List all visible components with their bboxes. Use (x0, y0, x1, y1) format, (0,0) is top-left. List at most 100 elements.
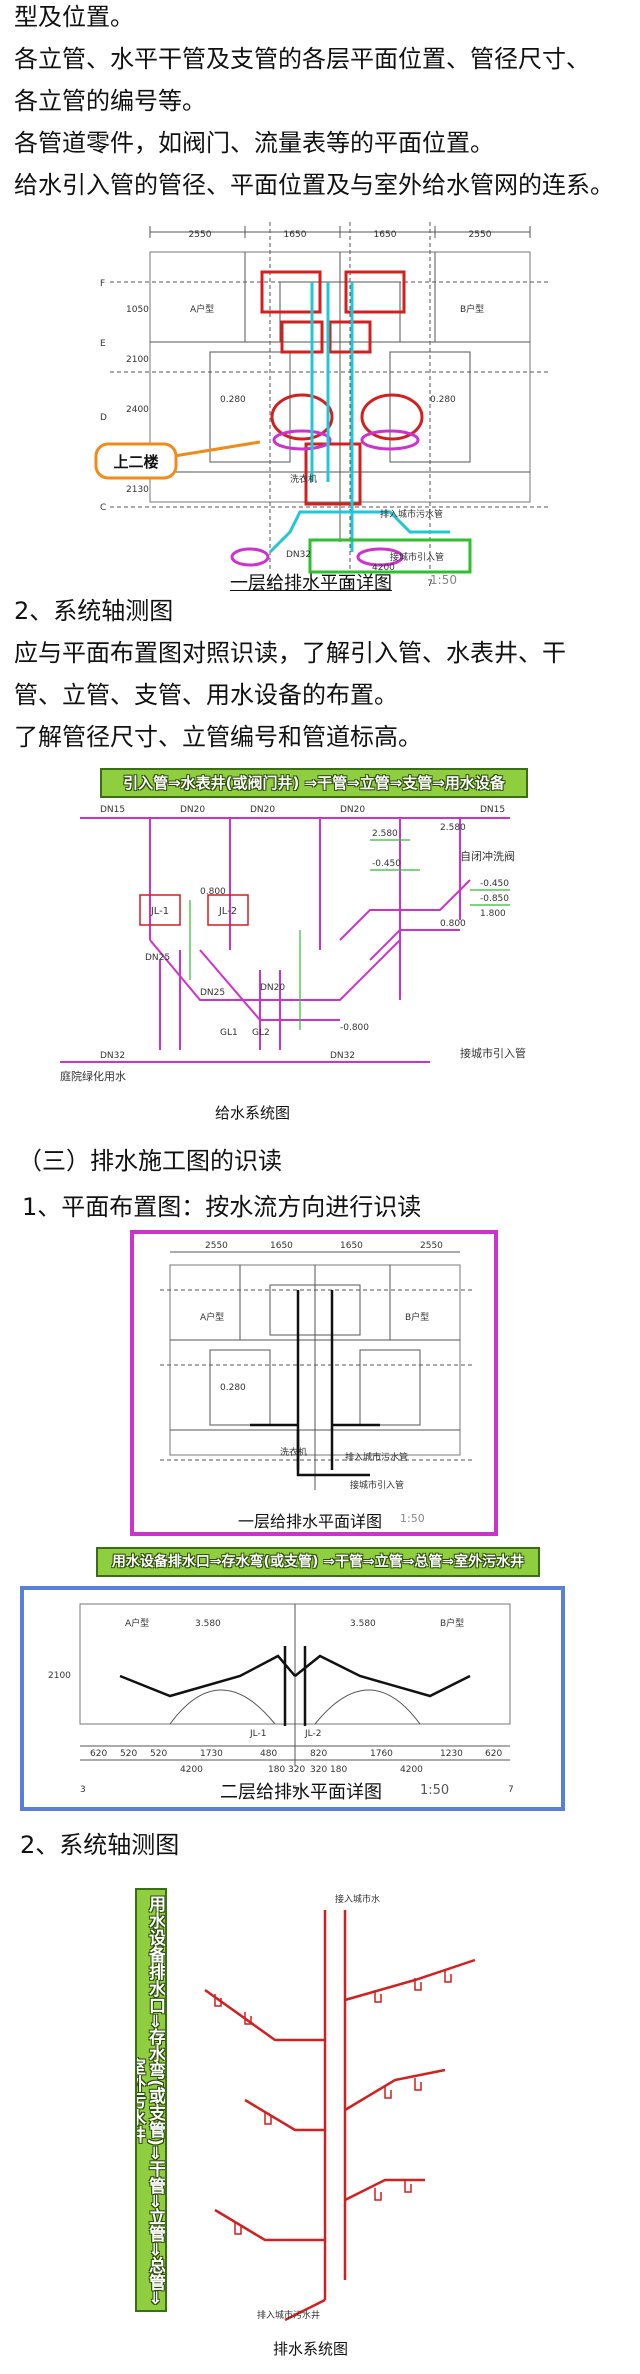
fig3-dim-top-4: 2550 (420, 1241, 443, 1251)
fig2-supply-note: 接城市引入管 (460, 1046, 526, 1060)
fig4-dim-b3: 520 (150, 1749, 167, 1759)
fig2-jl1: JL-1 (150, 906, 169, 917)
fig2-jl2: JL-2 (218, 906, 237, 917)
fig2-label-10: DN20 (260, 983, 285, 993)
fig4-axis-7: 7 (508, 1785, 514, 1795)
fig2-yard-note: 庭院绿化用水 (60, 1069, 126, 1083)
fig1-caption: 一层给排水平面详图 (230, 573, 392, 594)
fig4-dim-mid-1: 180 (268, 1765, 285, 1775)
fig1-drain-note: 排入城市污水管 (380, 508, 443, 520)
fig1-supply-note: 接城市引入管 (390, 551, 444, 563)
fig2-level-2: 2.580 (440, 823, 466, 833)
fig1-dim-left-3: 2400 (126, 405, 149, 415)
fig2-level-4: -0.450 (480, 879, 509, 889)
fig3-dim-top-3: 1650 (340, 1241, 363, 1251)
section2-title: 2、系统轴测图 (14, 597, 174, 625)
fig2-label-2: DN20 (180, 805, 205, 815)
fig1-axis-f: F (100, 279, 105, 289)
fig2-label-7: DN25 (200, 988, 225, 998)
fig3-room-b: B户型 (405, 1311, 429, 1323)
fig4-dim-mid-3: 320 (310, 1765, 327, 1775)
fig2-label-3: DN20 (250, 805, 275, 815)
section3-subtitle: 1、平面布置图：按水流方向进行识读 (22, 1193, 422, 1221)
fig4-jl1: JL-1 (249, 1729, 266, 1739)
fig1-callout: 上二楼 (113, 453, 158, 471)
fig1-dim-bottom: 4200 (372, 563, 395, 573)
fig3-scale: 1:50 (400, 1512, 425, 1525)
fig5-top-note: 接入城市水 (335, 1893, 380, 1905)
fig2-level-3: -0.450 (372, 859, 401, 869)
fig1-dim-left-2: 2100 (126, 355, 149, 365)
fig4-dim-total-b: 4200 (400, 1765, 423, 1775)
fig3-washer: 洗衣机 (280, 1446, 307, 1458)
fig1-dim-top-2: 1650 (284, 230, 307, 240)
fig1-room-a: A户型 (190, 303, 214, 315)
fig4-dim-b5: 480 (260, 1749, 277, 1759)
fig2-caption: 给水系统图 (215, 1104, 291, 1122)
fig2-gl2: GL2 (252, 1028, 270, 1038)
fig2-label-8: DN32 (100, 1051, 125, 1061)
fig1-axis-c: C (100, 503, 106, 513)
drainage-system-diagram: 接入城市水 排入城市污水井 (204, 1893, 476, 2322)
fig4-dim-b1: 620 (90, 1749, 107, 1759)
fig1-dim-left-4: 2130 (126, 485, 149, 495)
fig1-washer: 洗衣机 (290, 473, 317, 485)
section2-line-1: 应与平面布置图对照识读，了解引入管、水表井、干 (14, 639, 566, 667)
fig2-level-7: 0.800 (440, 919, 466, 929)
fig2-label-5: DN15 (480, 805, 505, 815)
fig4-axis-3: 3 (80, 1785, 86, 1795)
fig2-level-8: 0.800 (200, 887, 226, 897)
fig2-flush-valve: 自闭冲洗阀 (460, 849, 515, 863)
intro-line-1: 型及位置。 (14, 3, 134, 31)
flow-banner-drainage: 用水设备排水口⇒存水弯(或支管) ⇒干管⇒立管⇒总管⇒室外污水井 (96, 1547, 540, 1577)
fig1-axis-7: 7 (427, 579, 433, 589)
intro-line-5: 给水引入管的管径、平面位置及与室外给水管网的连系。 (14, 171, 614, 199)
fig2-label-6: DN25 (145, 953, 170, 963)
fig1-dim-top-4: 2550 (469, 230, 492, 240)
fig4-dim-b7: 1760 (370, 1749, 393, 1759)
fig4-dim-mid-2: 320 (288, 1765, 305, 1775)
fig4-axis-5: 5 (292, 1785, 298, 1795)
fig4-scale: 1:50 (420, 1783, 450, 1798)
fig1-axis-3: 3 (267, 579, 273, 589)
fig4-level-a: 3.580 (195, 1619, 221, 1629)
supply-system-diagram: DN15 DN20 DN20 DN20 DN15 DN25 DN25 DN32 … (60, 805, 526, 1083)
fig4-dim-b8: 1230 (440, 1749, 463, 1759)
flow-banner-supply: 引入管⇒水表井(或阀门井) ⇒干管⇒立管⇒支管⇒用水设备 (100, 768, 528, 798)
fig4-dim-b6: 820 (310, 1749, 327, 1759)
fig1-axis-d: D (100, 413, 107, 423)
section2-line-3: 了解管径尺寸、立管编号和管道标高。 (14, 723, 422, 751)
fig2-level-9: -0.800 (340, 1023, 369, 1033)
fig4-level-b: 3.580 (350, 1619, 376, 1629)
fig3-dim-top-2: 1650 (270, 1241, 293, 1251)
floor-plan-1-drainage: 2550 1650 1650 2550 A户型 B户型 0.280 洗衣机 排入… (130, 1230, 498, 1536)
fig1-room-b: B户型 (460, 303, 484, 315)
intro-line-3: 各立管的编号等。 (14, 87, 206, 115)
fig4-dim-b9: 620 (485, 1749, 502, 1759)
fig2-label-9: DN32 (330, 1051, 355, 1061)
fig1-axis-5: 5 (347, 579, 353, 589)
fig1-scale: 1:50 (430, 573, 457, 587)
fig1-level-b: 0.280 (430, 395, 456, 405)
section3-title: （三）排水施工图的识读 (18, 1147, 282, 1175)
fig1-dim-top-1: 2550 (189, 230, 212, 240)
fig3-drain-note: 排入城市污水管 (345, 1451, 408, 1463)
fig4-room-b: B户型 (440, 1617, 464, 1629)
fig2-level-6: 1.800 (480, 909, 506, 919)
floor-plan-1: 2550 1650 1650 2550 F E D C 1050 2100 24… (94, 222, 550, 589)
fig1-dim-top-3: 1650 (374, 230, 397, 240)
section2-line-2: 管、立管、支管、用水设备的布置。 (14, 681, 398, 709)
fig1-pipe-dn: DN32 (286, 550, 311, 560)
section4-title: 2、系统轴测图 (20, 1831, 180, 1859)
intro-line-2: 各立管、水平干管及支管的各层平面位置、管径尺寸、 (14, 45, 590, 73)
fig5-bottom-note: 排入城市污水井 (257, 2309, 320, 2321)
fig3-caption: 一层给排水平面详图 (238, 1512, 383, 1531)
fig4-dim-b4: 1730 (200, 1749, 223, 1759)
fig4-dim-b2: 520 (120, 1749, 137, 1759)
fig1-level-a: 0.280 (220, 395, 246, 405)
fig2-level-5: -0.850 (480, 894, 509, 904)
floor-plan-2: A户型 B户型 3.580 3.580 2100 JL-1 JL-2 620 5… (20, 1586, 565, 1811)
fig2-label-1: DN15 (100, 805, 125, 815)
fig3-dim-top-1: 2550 (205, 1241, 228, 1251)
fig2-label-4: DN20 (340, 805, 365, 815)
